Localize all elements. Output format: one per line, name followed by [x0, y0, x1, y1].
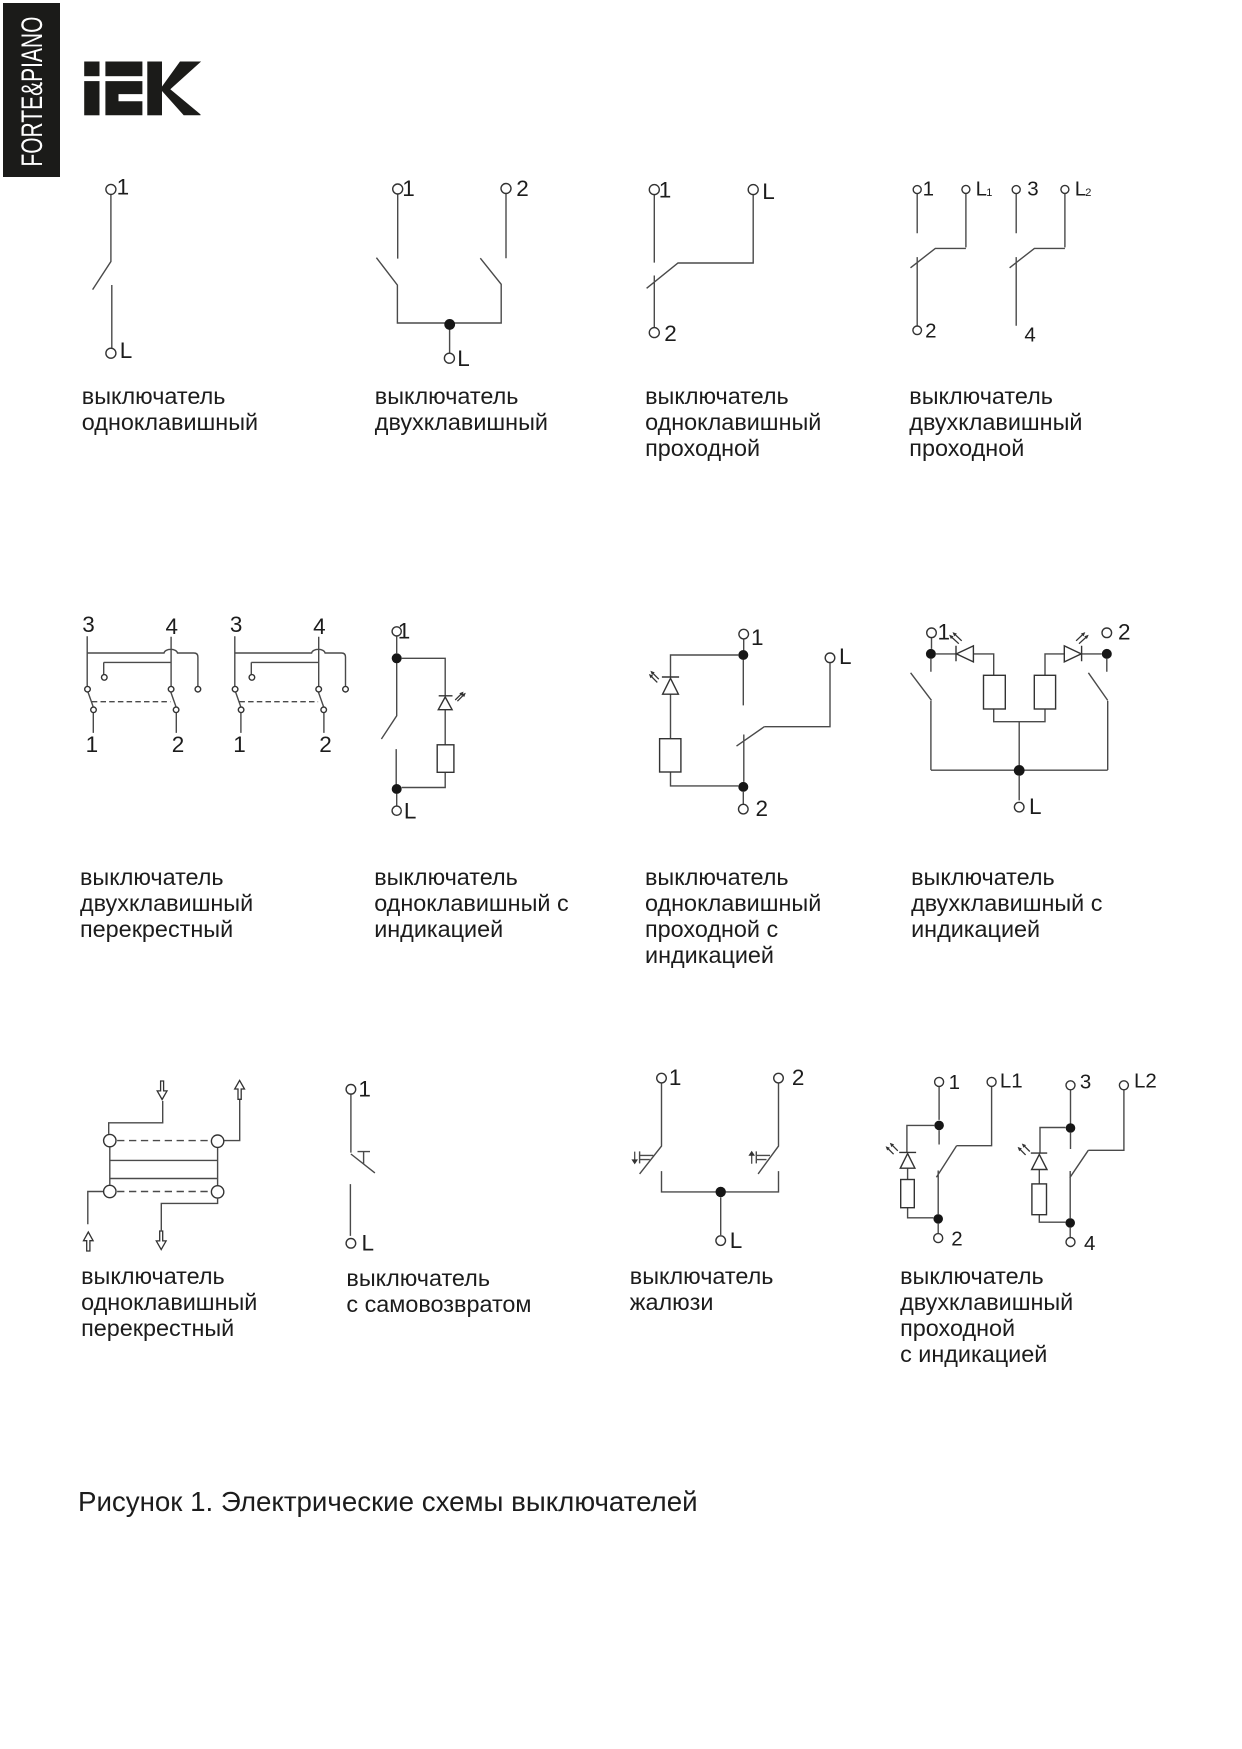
svg-text:L: L	[1029, 794, 1042, 819]
svg-text:L: L	[404, 799, 417, 824]
svg-text:L1: L1	[1000, 1069, 1023, 1092]
svg-text:1: 1	[669, 1065, 682, 1090]
svg-text:2: 2	[951, 1227, 962, 1250]
svg-text:L: L	[362, 1231, 375, 1256]
svg-text:1: 1	[358, 1077, 371, 1102]
svg-text:FORTE&PIANO: FORTE&PIANO	[16, 17, 49, 167]
svg-text:L: L	[976, 177, 987, 200]
svg-text:4: 4	[166, 614, 179, 639]
svg-text:3: 3	[1027, 177, 1038, 200]
svg-text:L: L	[762, 179, 775, 204]
svg-text:1: 1	[86, 732, 99, 757]
svg-text:2: 2	[172, 732, 185, 757]
svg-text:1: 1	[923, 177, 934, 200]
svg-text:2: 2	[664, 321, 677, 346]
svg-text:2: 2	[516, 176, 529, 201]
svg-text:2: 2	[1118, 620, 1131, 645]
svg-text:L: L	[457, 346, 470, 371]
svg-text:1: 1	[986, 187, 992, 199]
svg-text:L2: L2	[1134, 1069, 1157, 1092]
svg-text:L: L	[120, 338, 133, 363]
svg-text:1: 1	[938, 620, 951, 645]
svg-text:2: 2	[925, 319, 936, 342]
svg-text:1: 1	[659, 178, 672, 203]
svg-text:1: 1	[751, 625, 764, 650]
svg-text:3: 3	[1080, 1071, 1091, 1094]
svg-text:2: 2	[792, 1065, 805, 1090]
svg-text:3: 3	[82, 612, 95, 637]
svg-text:1: 1	[398, 618, 411, 643]
svg-text:4: 4	[1024, 323, 1035, 346]
svg-text:1: 1	[402, 176, 415, 201]
svg-text:1: 1	[949, 1071, 960, 1094]
svg-text:L: L	[839, 644, 852, 669]
svg-text:L: L	[1075, 177, 1086, 200]
svg-text:1: 1	[117, 175, 130, 200]
svg-text:L: L	[730, 1228, 743, 1253]
svg-text:2: 2	[1085, 187, 1091, 199]
svg-text:4: 4	[1084, 1232, 1095, 1255]
svg-text:2: 2	[756, 796, 769, 821]
